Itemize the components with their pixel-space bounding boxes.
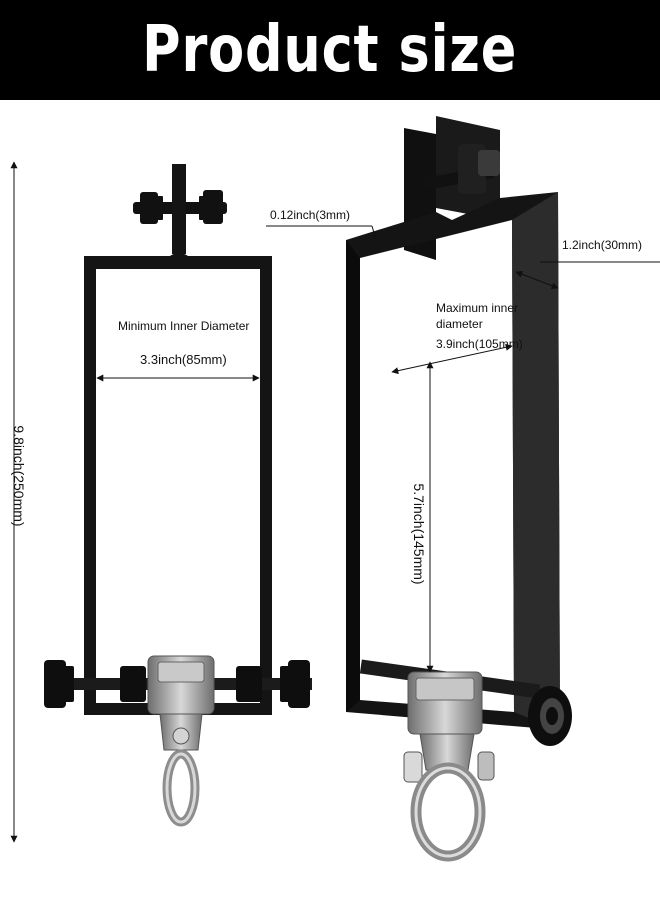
thickness-label: 0.12inch(3mm) <box>270 208 351 222</box>
right-top-bolt <box>423 144 500 194</box>
total-height-label: 9.8inch(250mm) <box>11 425 27 527</box>
min-inner-diameter-label: Minimum Inner Diameter <box>118 319 250 333</box>
max-inner-diameter-value: 3.9inch(105mm) <box>436 337 523 351</box>
title-banner: Product size <box>0 0 660 100</box>
max-inner-diameter-label-line2: diameter <box>436 317 483 331</box>
right-bottom-bolt <box>528 686 572 746</box>
page-title: Product size <box>142 13 518 87</box>
right-swivel-hook <box>403 671 495 862</box>
right-bracket <box>266 116 660 862</box>
inner-height-label: 5.7inch(145mm) <box>411 483 427 585</box>
max-inner-dimension-line <box>391 343 513 375</box>
min-inner-diameter-value: 3.3inch(85mm) <box>140 352 227 367</box>
left-bracket <box>10 161 312 843</box>
product-diagram <box>10 116 660 862</box>
max-inner-diameter-label-line1: Maximum inner <box>436 301 519 315</box>
left-swivel-hook <box>147 655 215 827</box>
left-top-tab <box>172 164 186 254</box>
width-label: 1.2inch(30mm) <box>562 238 643 252</box>
width-dimension-line <box>515 270 559 290</box>
left-bottom-nuts <box>44 660 310 708</box>
